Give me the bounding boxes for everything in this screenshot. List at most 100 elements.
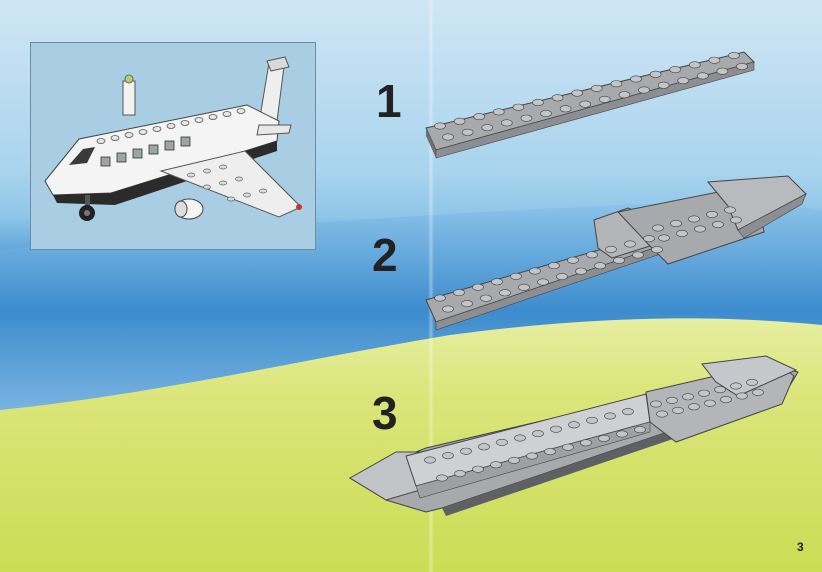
brick-stud <box>461 128 474 136</box>
brick-stud <box>694 225 706 233</box>
brick-stud <box>599 95 611 103</box>
brick-stud <box>736 62 748 70</box>
brick-stud <box>682 393 694 401</box>
brick-stud <box>746 378 758 386</box>
brick-stud <box>548 262 560 270</box>
brick-stud <box>610 80 623 88</box>
brick-stud <box>472 465 484 473</box>
brick-stud <box>720 396 732 404</box>
brick-stud <box>562 443 574 451</box>
brick-stud <box>622 408 634 416</box>
brick-stud <box>586 416 598 424</box>
brick-stud <box>551 94 564 102</box>
brick-stud <box>580 439 592 447</box>
brick-stud <box>518 283 530 291</box>
page-spine <box>428 0 434 572</box>
brick-stud <box>567 256 579 264</box>
brick-stud <box>550 425 562 433</box>
brick-stud <box>510 272 522 280</box>
brick-stud <box>634 426 646 434</box>
brick-stud <box>526 452 538 460</box>
brick-stud <box>598 434 610 442</box>
brick-stud <box>453 289 465 297</box>
brick-stud <box>604 412 616 420</box>
brick-stud <box>714 386 726 394</box>
page-number: 3 <box>797 540 804 554</box>
brick-stud <box>556 273 568 281</box>
brick-stud <box>434 294 446 302</box>
brick-stud <box>651 246 663 254</box>
brick-stud <box>520 114 533 122</box>
brick-stud <box>493 108 505 116</box>
brick-stud <box>508 456 520 464</box>
brick-stud <box>650 400 662 408</box>
brick-stud <box>677 77 690 85</box>
brick-stud <box>478 443 490 451</box>
airplane-illustration <box>44 56 302 221</box>
brick-stud <box>472 283 484 291</box>
brick-stud <box>656 410 668 418</box>
brick-stud <box>529 267 541 275</box>
brick-stud <box>676 229 688 237</box>
brick-stud <box>652 224 664 232</box>
step-number-3: 3 <box>372 387 398 439</box>
brick-stud <box>706 210 718 218</box>
brick-stud <box>643 235 655 243</box>
brick-stud <box>481 124 493 132</box>
brick-stud <box>658 234 670 242</box>
brick-stud <box>624 240 636 248</box>
brick-stud <box>688 61 701 69</box>
brick-stud <box>575 267 587 275</box>
step-number-1: 1 <box>376 75 402 127</box>
brick-stud <box>442 305 454 313</box>
brick-stud <box>453 117 466 125</box>
brick-stud <box>501 119 513 127</box>
brick-stud <box>632 251 644 259</box>
brick-stud <box>436 474 448 482</box>
brick-stud <box>568 421 580 429</box>
brick-stud <box>559 105 572 113</box>
brick-stud <box>672 406 684 414</box>
brick-stud <box>591 84 603 92</box>
brick-stud <box>544 448 556 456</box>
step-1-model <box>425 51 755 159</box>
brick-stud <box>616 430 628 438</box>
brick-stud <box>728 52 740 60</box>
brick-stud <box>708 56 721 64</box>
brick-stud <box>532 430 544 438</box>
brick-stud <box>514 434 526 442</box>
brick-stud <box>613 256 625 264</box>
step-3-model <box>348 355 799 516</box>
brick-stud <box>454 470 466 478</box>
brick-stud <box>491 278 503 286</box>
brick-stud <box>480 294 492 302</box>
brick-stud <box>670 219 682 227</box>
brick-stud <box>724 206 736 214</box>
brick-stud <box>605 245 617 253</box>
step-2-model <box>425 175 807 331</box>
brick-stud <box>424 456 436 464</box>
brick-stud <box>461 300 473 308</box>
brick-stud <box>532 98 544 106</box>
step-number-2: 2 <box>372 229 398 281</box>
brick-stud <box>594 262 606 270</box>
brick-stud <box>442 133 454 141</box>
brick-stud <box>736 392 748 400</box>
brick-stud <box>649 70 662 78</box>
brick-stud <box>638 86 650 94</box>
brick-stud <box>490 461 502 469</box>
brick-stud <box>688 215 700 223</box>
brick-stud <box>512 103 525 111</box>
brick-stud <box>752 388 764 396</box>
brick-stud <box>537 278 549 286</box>
brick-stud <box>730 382 742 390</box>
brick-stud <box>716 67 729 75</box>
brick-stud <box>499 289 511 297</box>
brick-stud <box>540 110 552 118</box>
brick-stud <box>586 251 598 259</box>
brick-stud <box>666 396 678 404</box>
brick-stud <box>496 438 508 446</box>
brick-stud <box>712 220 724 228</box>
brick-stud <box>579 100 591 108</box>
